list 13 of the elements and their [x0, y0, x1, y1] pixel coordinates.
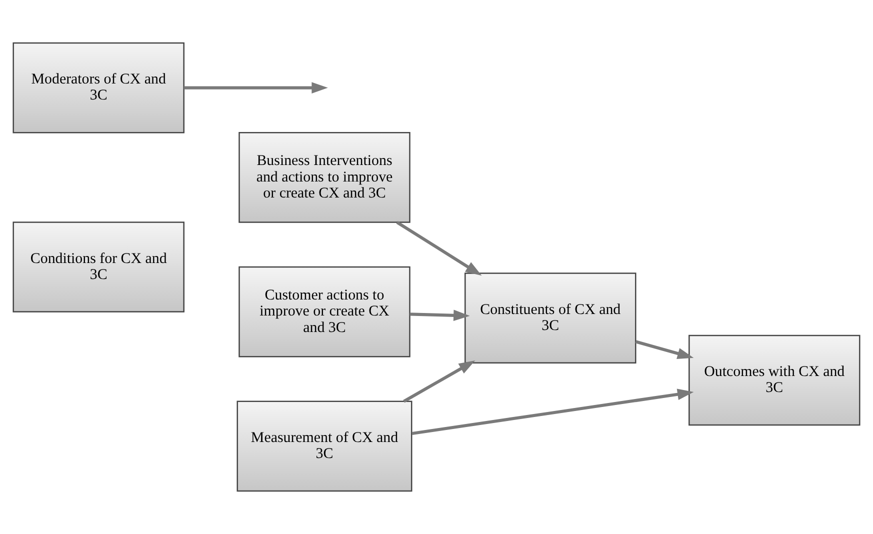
- arrow: [412, 388, 694, 436]
- arrow: [403, 360, 476, 403]
- node-box: Measurement of CX and 3C: [236, 400, 412, 492]
- node-box: Business Interventions and actions to improve or create CX and 3C: [238, 132, 410, 223]
- node-box: Conditions for CX and 3C: [12, 222, 184, 312]
- node-box: Outcomes with CX and 3C: [688, 334, 860, 426]
- arrow: [635, 340, 694, 359]
- arrow: [410, 310, 470, 322]
- node-box: Customer actions to improve or create CX and 3C: [238, 266, 410, 358]
- node-box: Constituents of CX and 3C: [464, 272, 636, 364]
- node-box: Moderators of CX and 3C: [12, 42, 184, 134]
- arrow: [396, 220, 482, 276]
- arrow: [184, 82, 328, 94]
